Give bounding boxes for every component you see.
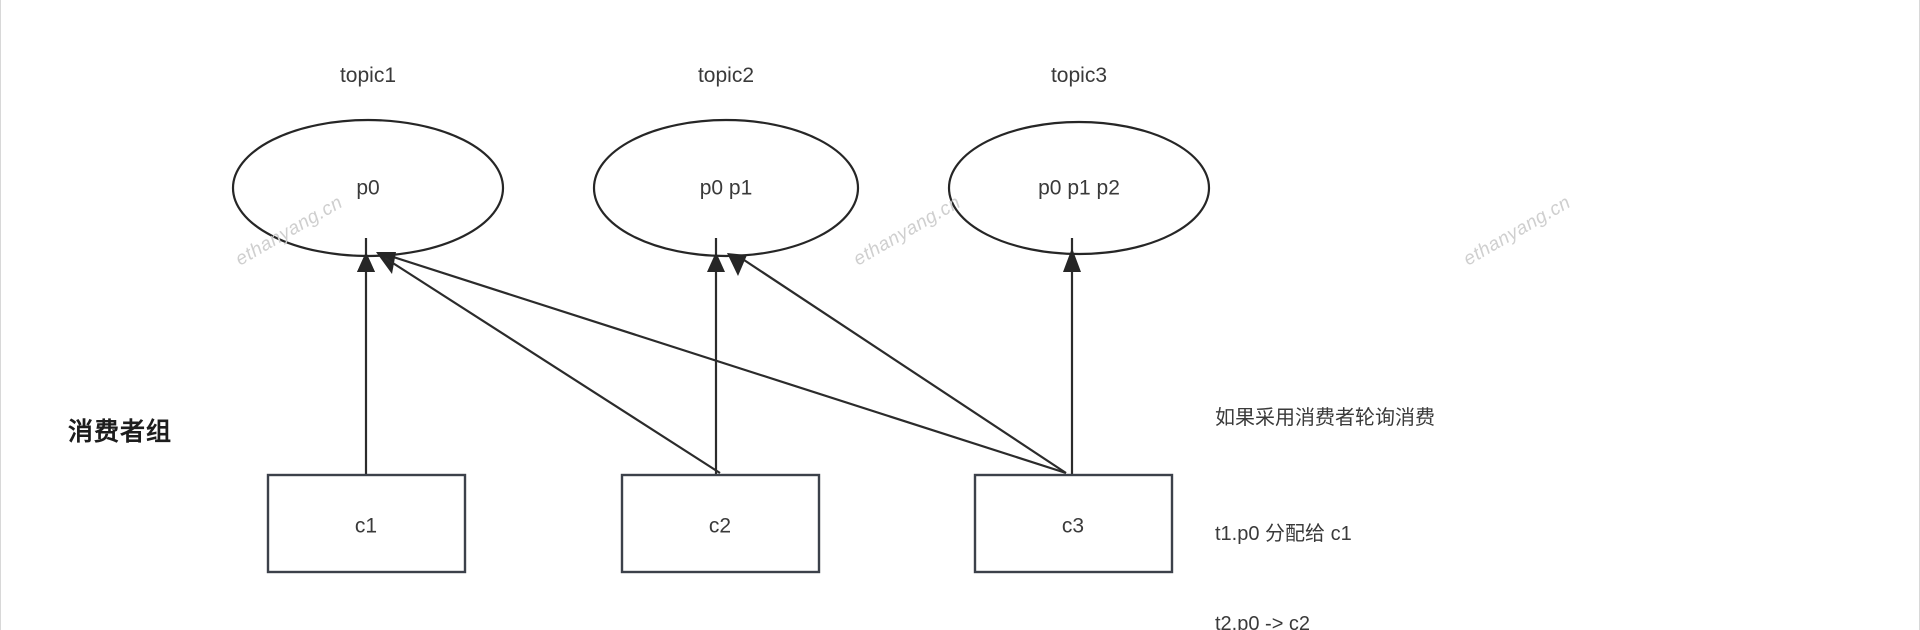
topic-caption-2: topic2 [698,64,754,87]
arrow-head-c3-topic3 [1063,248,1081,272]
consumer-label-c2: c2 [709,515,731,538]
notes-line-2: t2.p0 -> c2 [1215,613,1311,630]
arrow-head-c2-topic2 [707,252,725,272]
consumer-node-c3[interactable]: c3 [973,473,1174,574]
notes-heading: 如果采用消费者轮询消费 [1215,407,1435,429]
topic-partitions-1: p0 [356,177,379,200]
topic-ellipse-2 [592,118,860,258]
arrow-head-c3-topic1 [376,252,396,274]
notes-block: 如果采用消费者轮询消费 t1.p0 分配给 c1 t2.p0 -> c2 t2.… [1215,343,1835,630]
edge-c2-to-topic2 [707,238,725,475]
topic-node-topic2[interactable]: topic2 p0 p1 [592,64,860,258]
consumer-node-c2[interactable]: c2 [620,473,821,574]
topic-caption-3: topic3 [1051,64,1107,87]
arrow-head-c3-topic2 [727,253,747,276]
topic-ellipse-1 [231,118,505,258]
edge-c1-to-topic1 [357,238,375,475]
consumer-box-c1 [266,473,467,574]
consumer-box-c2 [620,473,821,574]
edge-c3-to-topic3 [1063,238,1081,475]
topic-ellipse-3 [947,120,1211,256]
consumer-node-c1[interactable]: c1 [266,473,467,574]
topic-node-topic1[interactable]: topic1 p0 [231,64,505,258]
edge-c3-to-topic1 [376,252,1067,475]
topic-node-topic3[interactable]: topic3 p0 p1 p2 [947,64,1211,256]
topic-caption-1: topic1 [340,64,396,87]
notes-line-1: t1.p0 分配给 c1 [1215,523,1352,545]
edge-c3-to-topic2 [727,253,1067,474]
consumer-box-c3 [973,473,1174,574]
topic-partitions-3: p0 p1 p2 [1038,177,1120,200]
consumer-label-c1: c1 [355,515,377,538]
consumer-group-label: 消费者组 [68,418,173,446]
consumer-label-c3: c3 [1062,515,1084,538]
edge-c2-to-topic1 [384,257,721,474]
topic-partitions-2: p0 p1 [700,177,753,200]
